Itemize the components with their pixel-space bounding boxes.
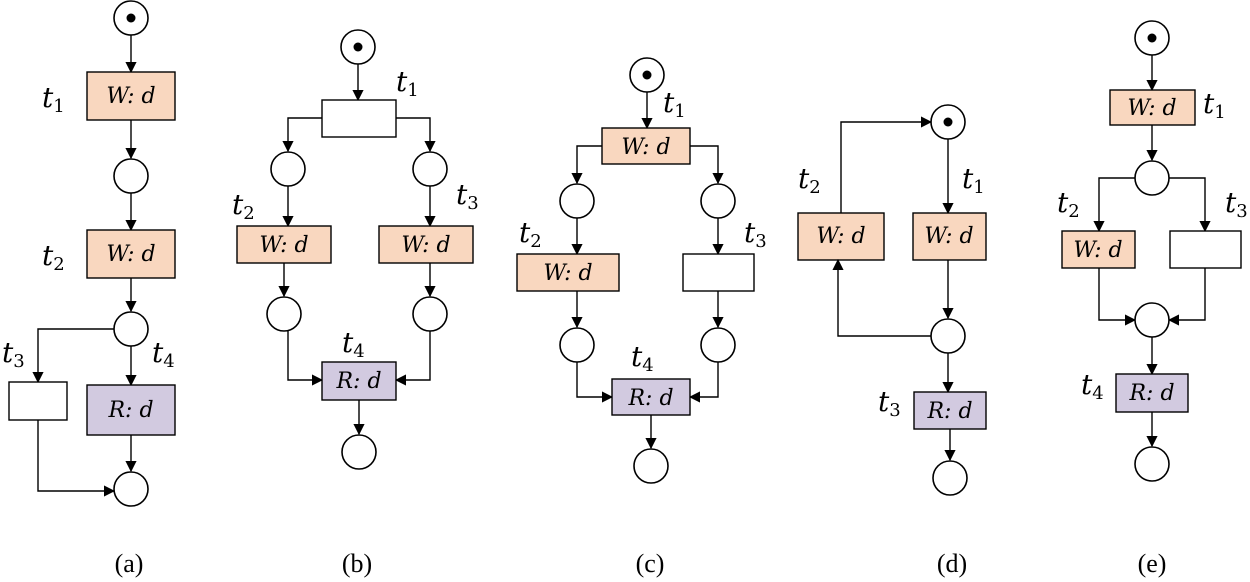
label-c-t1: W: d bbox=[621, 135, 670, 160]
label-d-t2: W: d bbox=[816, 224, 865, 249]
transition-a-t1: W: d bbox=[86, 71, 176, 121]
place-a-end bbox=[113, 471, 149, 507]
transition-d-t1: W: d bbox=[912, 212, 987, 261]
tlabel-e-t4: t4 bbox=[1081, 368, 1104, 404]
net-a: W: d W: d R: d t1 t2 t3 t4 (a) bbox=[2, 0, 176, 578]
label-e-t2: W: d bbox=[1073, 238, 1122, 263]
label-e-t4: R: d bbox=[1128, 381, 1174, 406]
tlabel-a-t2: t2 bbox=[42, 239, 65, 275]
token-e bbox=[1147, 33, 1157, 43]
place-b-end bbox=[341, 434, 377, 470]
tlabel-b-t1: t1 bbox=[396, 65, 419, 101]
tlabel-a-t4: t4 bbox=[152, 336, 175, 372]
tlabel-e-t3: t3 bbox=[1225, 186, 1248, 222]
place-c-p4 bbox=[700, 327, 736, 363]
place-a-p2 bbox=[113, 311, 149, 347]
tlabel-a-t3: t3 bbox=[2, 336, 25, 372]
net-b: W: d W: d R: d t1 t2 t3 t4 (b) bbox=[232, 29, 479, 578]
label-a-t4: R: d bbox=[107, 398, 153, 423]
label-b-t4: R: d bbox=[335, 369, 381, 394]
label-a-t2: W: d bbox=[106, 242, 155, 267]
transition-e-t4: R: d bbox=[1115, 373, 1189, 413]
tlabel-b-t3: t3 bbox=[456, 178, 479, 214]
transition-c-t4: R: d bbox=[611, 378, 691, 416]
tlabel-b-t2: t2 bbox=[232, 188, 255, 224]
transition-e-t1: W: d bbox=[1109, 89, 1196, 126]
caption-d: (d) bbox=[937, 549, 967, 578]
token-b bbox=[353, 42, 363, 52]
transition-b-t3: W: d bbox=[378, 225, 474, 264]
place-e-p1 bbox=[1134, 160, 1170, 196]
net-e: W: d W: d R: d t1 t2 t3 t4 (e) bbox=[1057, 20, 1248, 578]
tlabel-d-t3: t3 bbox=[878, 385, 901, 421]
net-d: W: d W: d R: d t2 t1 t3 (d) bbox=[797, 104, 987, 578]
tlabel-e-t2: t2 bbox=[1057, 186, 1080, 222]
transition-e-t3 bbox=[1169, 230, 1242, 269]
tlabel-c-t2: t2 bbox=[519, 216, 542, 252]
label-c-t2: W: d bbox=[543, 261, 592, 286]
place-e-end bbox=[1134, 446, 1170, 482]
caption-e: (e) bbox=[1138, 549, 1167, 578]
transition-a-t2: W: d bbox=[86, 229, 176, 279]
label-d-t1: W: d bbox=[924, 224, 973, 249]
transition-a-t4: R: d bbox=[86, 384, 176, 436]
tlabel-b-t4: t4 bbox=[342, 326, 365, 362]
caption-c: (c) bbox=[636, 549, 665, 578]
place-c-p1 bbox=[559, 183, 595, 219]
place-b-p2 bbox=[412, 151, 448, 187]
caption-a: (a) bbox=[115, 549, 144, 578]
place-c-p3 bbox=[559, 327, 595, 363]
token-d bbox=[943, 117, 953, 127]
label-b-t2: W: d bbox=[259, 233, 308, 258]
token-c bbox=[642, 70, 652, 80]
label-d-t3: R: d bbox=[926, 399, 972, 424]
place-d-end bbox=[932, 460, 968, 496]
label-e-t1: W: d bbox=[1127, 96, 1176, 121]
tlabel-e-t1: t1 bbox=[1203, 87, 1226, 123]
tlabel-c-t4: t4 bbox=[631, 340, 654, 376]
transition-b-t2: W: d bbox=[236, 225, 332, 264]
place-c-end bbox=[633, 448, 669, 484]
label-a-t1: W: d bbox=[106, 84, 155, 109]
transition-c-t1: W: d bbox=[601, 127, 691, 165]
place-b-p4 bbox=[412, 296, 448, 332]
net-c: W: d W: d R: d t1 t2 t3 t4 (c) bbox=[516, 57, 767, 578]
tlabel-c-t3: t3 bbox=[744, 216, 767, 252]
transition-d-t3: R: d bbox=[913, 391, 987, 430]
transition-b-t4: R: d bbox=[321, 361, 397, 401]
caption-b: (b) bbox=[342, 549, 372, 578]
label-b-t3: W: d bbox=[401, 233, 450, 258]
tlabel-c-t1: t1 bbox=[663, 86, 686, 122]
label-c-t4: R: d bbox=[627, 386, 673, 411]
tlabel-a-t1: t1 bbox=[42, 81, 65, 117]
place-c-p2 bbox=[700, 183, 736, 219]
place-b-p3 bbox=[266, 296, 302, 332]
transition-a-t3 bbox=[8, 381, 68, 421]
tlabel-d-t2: t2 bbox=[798, 162, 821, 198]
transition-e-t2: W: d bbox=[1061, 230, 1136, 269]
transition-c-t2: W: d bbox=[516, 253, 620, 292]
transition-b-t1 bbox=[321, 99, 397, 138]
tlabel-d-t1: t1 bbox=[962, 162, 985, 198]
place-e-p2 bbox=[1134, 302, 1170, 338]
transition-c-t3 bbox=[682, 253, 755, 292]
place-b-p1 bbox=[270, 151, 306, 187]
token-a bbox=[126, 13, 136, 23]
place-a-p1 bbox=[113, 158, 149, 194]
transition-d-t2: W: d bbox=[797, 212, 885, 261]
place-d-p1 bbox=[930, 318, 966, 354]
